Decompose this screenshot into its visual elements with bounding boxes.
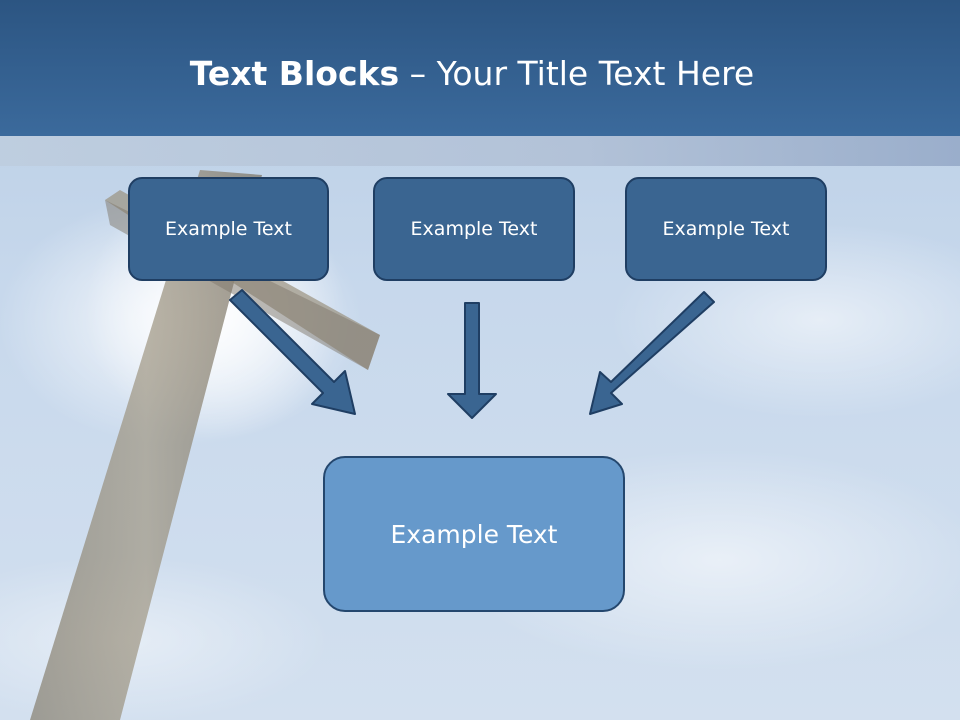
title-bar — [0, 0, 960, 136]
text-block-bottom[interactable]: Example Text — [323, 456, 625, 612]
title-rest-part: Your Title Text Here — [436, 54, 755, 93]
text-block-middle-label: Example Text — [410, 218, 538, 240]
arrow-down-left-icon[interactable] — [589, 291, 715, 415]
text-block-right[interactable]: Example Text — [625, 177, 827, 281]
text-block-bottom-label: Example Text — [390, 519, 558, 549]
title-separator: – — [399, 54, 437, 93]
text-block-middle[interactable]: Example Text — [373, 177, 575, 281]
title-bar-strip — [0, 136, 960, 166]
text-block-right-label: Example Text — [662, 218, 790, 240]
text-block-left[interactable]: Example Text — [128, 177, 329, 281]
slide-title[interactable]: Text Blocks – Your Title Text Here — [0, 52, 944, 96]
title-bold-part: Text Blocks — [189, 54, 400, 93]
arrow-down-icon[interactable] — [447, 302, 497, 419]
text-block-left-label: Example Text — [165, 218, 292, 240]
arrow-down-right-icon[interactable] — [229, 289, 356, 415]
